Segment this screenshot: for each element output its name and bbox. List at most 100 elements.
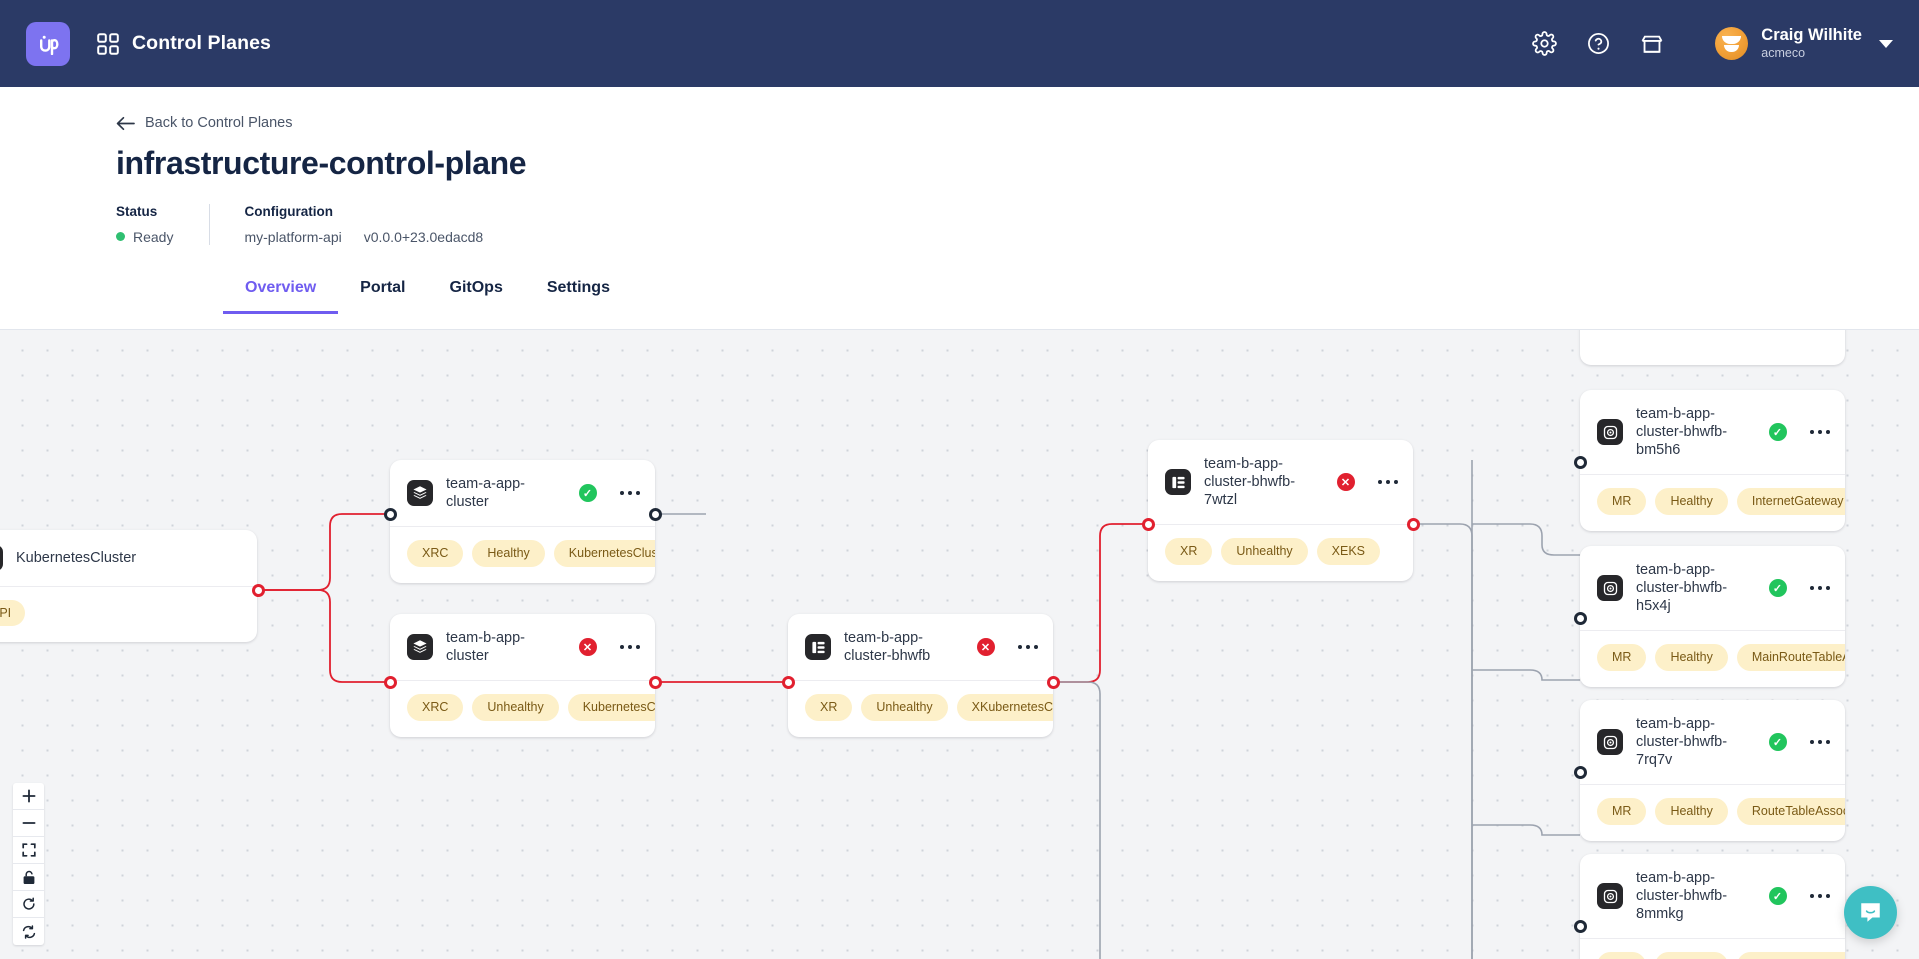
port-7wtzl-in[interactable] [1142,518,1155,531]
node-menu-button[interactable] [1377,479,1398,485]
tab-overview[interactable]: Overview [223,271,339,314]
resource-icon [1165,469,1191,496]
refresh-icon [22,897,35,910]
node-header: team-b-app-cluster-bhwfb-bm5h6 ✓ [1580,390,1845,474]
tab-bar: Overview Portal GitOps Settings [223,271,1919,314]
managed-resource-icon [1597,883,1623,910]
node-menu-button[interactable] [619,490,640,496]
chip-health: Healthy [1655,952,1728,959]
graph-node-team-b-app-cluster-bhwfb-7rq7v[interactable]: team-b-app-cluster-bhwfb-7rq7v ✓ MR Heal… [1580,700,1845,841]
port-team-b-in[interactable] [384,676,397,689]
chip-type: RouteTableAssociation [1736,798,1845,825]
stack-icon [407,634,433,661]
gear-icon[interactable] [1531,31,1557,57]
graph-node-partial-top[interactable] [1580,330,1845,365]
fit-screen-icon [21,843,36,857]
node-menu-button[interactable] [1017,644,1038,650]
port-7rq7v-in[interactable] [1574,766,1587,779]
user-menu[interactable]: Craig Wilhite acmeco [1715,26,1893,61]
status-healthy-icon: ✓ [1768,887,1787,906]
fit-view-button[interactable] [13,837,44,864]
status-healthy-icon: ✓ [1768,579,1787,598]
graph-node-team-b-app-cluster-bhwfb-bm5h6[interactable]: team-b-app-cluster-bhwfb-bm5h6 ✓ MR Heal… [1580,390,1845,531]
node-chips: XRC Unhealthy KubernetesCluster [390,680,655,736]
back-to-control-planes-link[interactable]: Back to Control Planes [116,115,293,131]
status-block: Status Ready [116,204,209,245]
node-menu-button[interactable] [1809,429,1830,435]
port-bhwfb-in[interactable] [782,676,795,689]
zoom-in-button[interactable] [13,783,44,810]
chip-type: MainRouteTableAssociation [1736,644,1845,671]
graph-node-team-b-app-cluster-bhwfb-8mmkg[interactable]: team-b-app-cluster-bhwfb-8mmkg ✓ MR Heal… [1580,854,1845,959]
graph-node-team-b-app-cluster-bhwfb-h5x4j[interactable]: team-b-app-cluster-bhwfb-h5x4j ✓ MR Heal… [1580,546,1845,687]
graph-node-team-b-app-cluster-bhwfb[interactable]: team-b-app-cluster-bhwfb ✕ XR Unhealthy … [788,614,1053,737]
chip-type: KubernetesCluster [553,540,655,567]
k-logo-icon: K [0,545,3,571]
port-team-a-in[interactable] [384,508,397,521]
node-menu-button[interactable] [1809,739,1830,745]
node-menu-button[interactable] [619,644,640,650]
node-header: team-b-app-cluster-bhwfb-h5x4j ✓ [1580,546,1845,630]
chip-type: RouteTableAssociation [1736,952,1845,959]
tab-gitops[interactable]: GitOps [449,278,503,296]
help-circle-icon[interactable] [1585,31,1611,57]
chat-launcher-button[interactable] [1844,886,1897,939]
configuration-label: Configuration [244,203,333,219]
configuration-block: Configuration my-platform-api v0.0.0+23.… [209,203,519,245]
page-header: Back to Control Planes infrastructure-co… [0,87,1919,314]
user-name: Craig Wilhite [1761,25,1862,44]
managed-resource-icon [1597,419,1623,446]
chip-health: Unhealthy [472,694,559,721]
node-title: team-b-app-cluster-bhwfb-h5x4j [1636,562,1728,615]
node-header: team-b-app-cluster-bhwfb-7wtzl ✕ [1148,440,1413,524]
tab-portal[interactable]: Portal [360,278,406,296]
port-h5x4j-in[interactable] [1574,612,1587,625]
port-8mmkg-in[interactable] [1574,920,1587,933]
arrow-left-icon [116,116,135,130]
lock-button[interactable] [13,864,44,891]
graph-node-team-b-app-cluster[interactable]: team-b-app-cluster ✕ XRC Unhealthy Kuber… [390,614,655,737]
node-menu-button[interactable] [1809,585,1830,591]
node-header: K KubernetesCluster [0,530,257,586]
graph-node-kubernetes-cluster[interactable]: K KubernetesCluster API [0,530,257,643]
port-bhwfb-out[interactable] [1047,676,1060,689]
chip-type: InternetGateway [1736,488,1845,515]
minus-icon [22,822,35,824]
up-logo-icon [40,35,59,55]
port-7wtzl-out[interactable] [1407,518,1420,531]
chip-health: Unhealthy [1221,538,1308,565]
tab-settings[interactable]: Settings [546,278,610,296]
upbound-logo[interactable] [26,21,70,66]
graph-node-team-b-app-cluster-bhwfb-7wtzl[interactable]: team-b-app-cluster-bhwfb-7wtzl ✕ XR Unhe… [1148,440,1413,581]
sync-button[interactable] [13,918,44,945]
node-chips: XR Unhealthy XEKS [1148,524,1413,580]
port-bm5h6-in[interactable] [1574,456,1587,469]
port-team-b-out[interactable] [649,676,662,689]
port-kubernetes-cluster-out[interactable] [252,584,265,597]
node-chips: MR Healthy MainRouteTableAssociation [1580,630,1845,686]
node-menu-button[interactable] [1809,893,1830,899]
top-navigation-bar: Control Planes [0,0,1919,87]
status-unhealthy-icon: ✕ [578,638,597,657]
zoom-out-button[interactable] [13,810,44,837]
port-team-a-out[interactable] [649,508,662,521]
plus-icon [22,789,35,803]
chevron-down-icon [1879,39,1893,48]
reset-button[interactable] [13,891,44,918]
chip-health: Unhealthy [861,694,948,721]
resource-icon [805,634,831,661]
chip-type: KubernetesCluster [567,694,655,721]
nav-brand-section[interactable]: Control Planes [97,32,271,55]
marketplace-icon[interactable] [1639,31,1665,57]
node-chips: MR Healthy InternetGateway [1580,474,1845,530]
user-org: acmeco [1761,45,1806,60]
graph-node-team-a-app-cluster[interactable]: team-a-app-cluster ✓ XRC Healthy Kuberne… [390,460,655,583]
node-header: team-b-app-cluster-bhwfb-7rq7v ✓ [1580,700,1845,784]
nav-title: Control Planes [132,32,272,54]
status-healthy-icon: ✓ [578,484,597,503]
resource-graph-canvas[interactable]: K KubernetesCluster API team-a-app-clust… [0,330,1919,959]
chip-kind: MR [1597,644,1647,671]
chip-health: Healthy [1655,798,1728,825]
chip-kind: XRC [407,540,464,567]
chip-health: Healthy [472,540,545,567]
